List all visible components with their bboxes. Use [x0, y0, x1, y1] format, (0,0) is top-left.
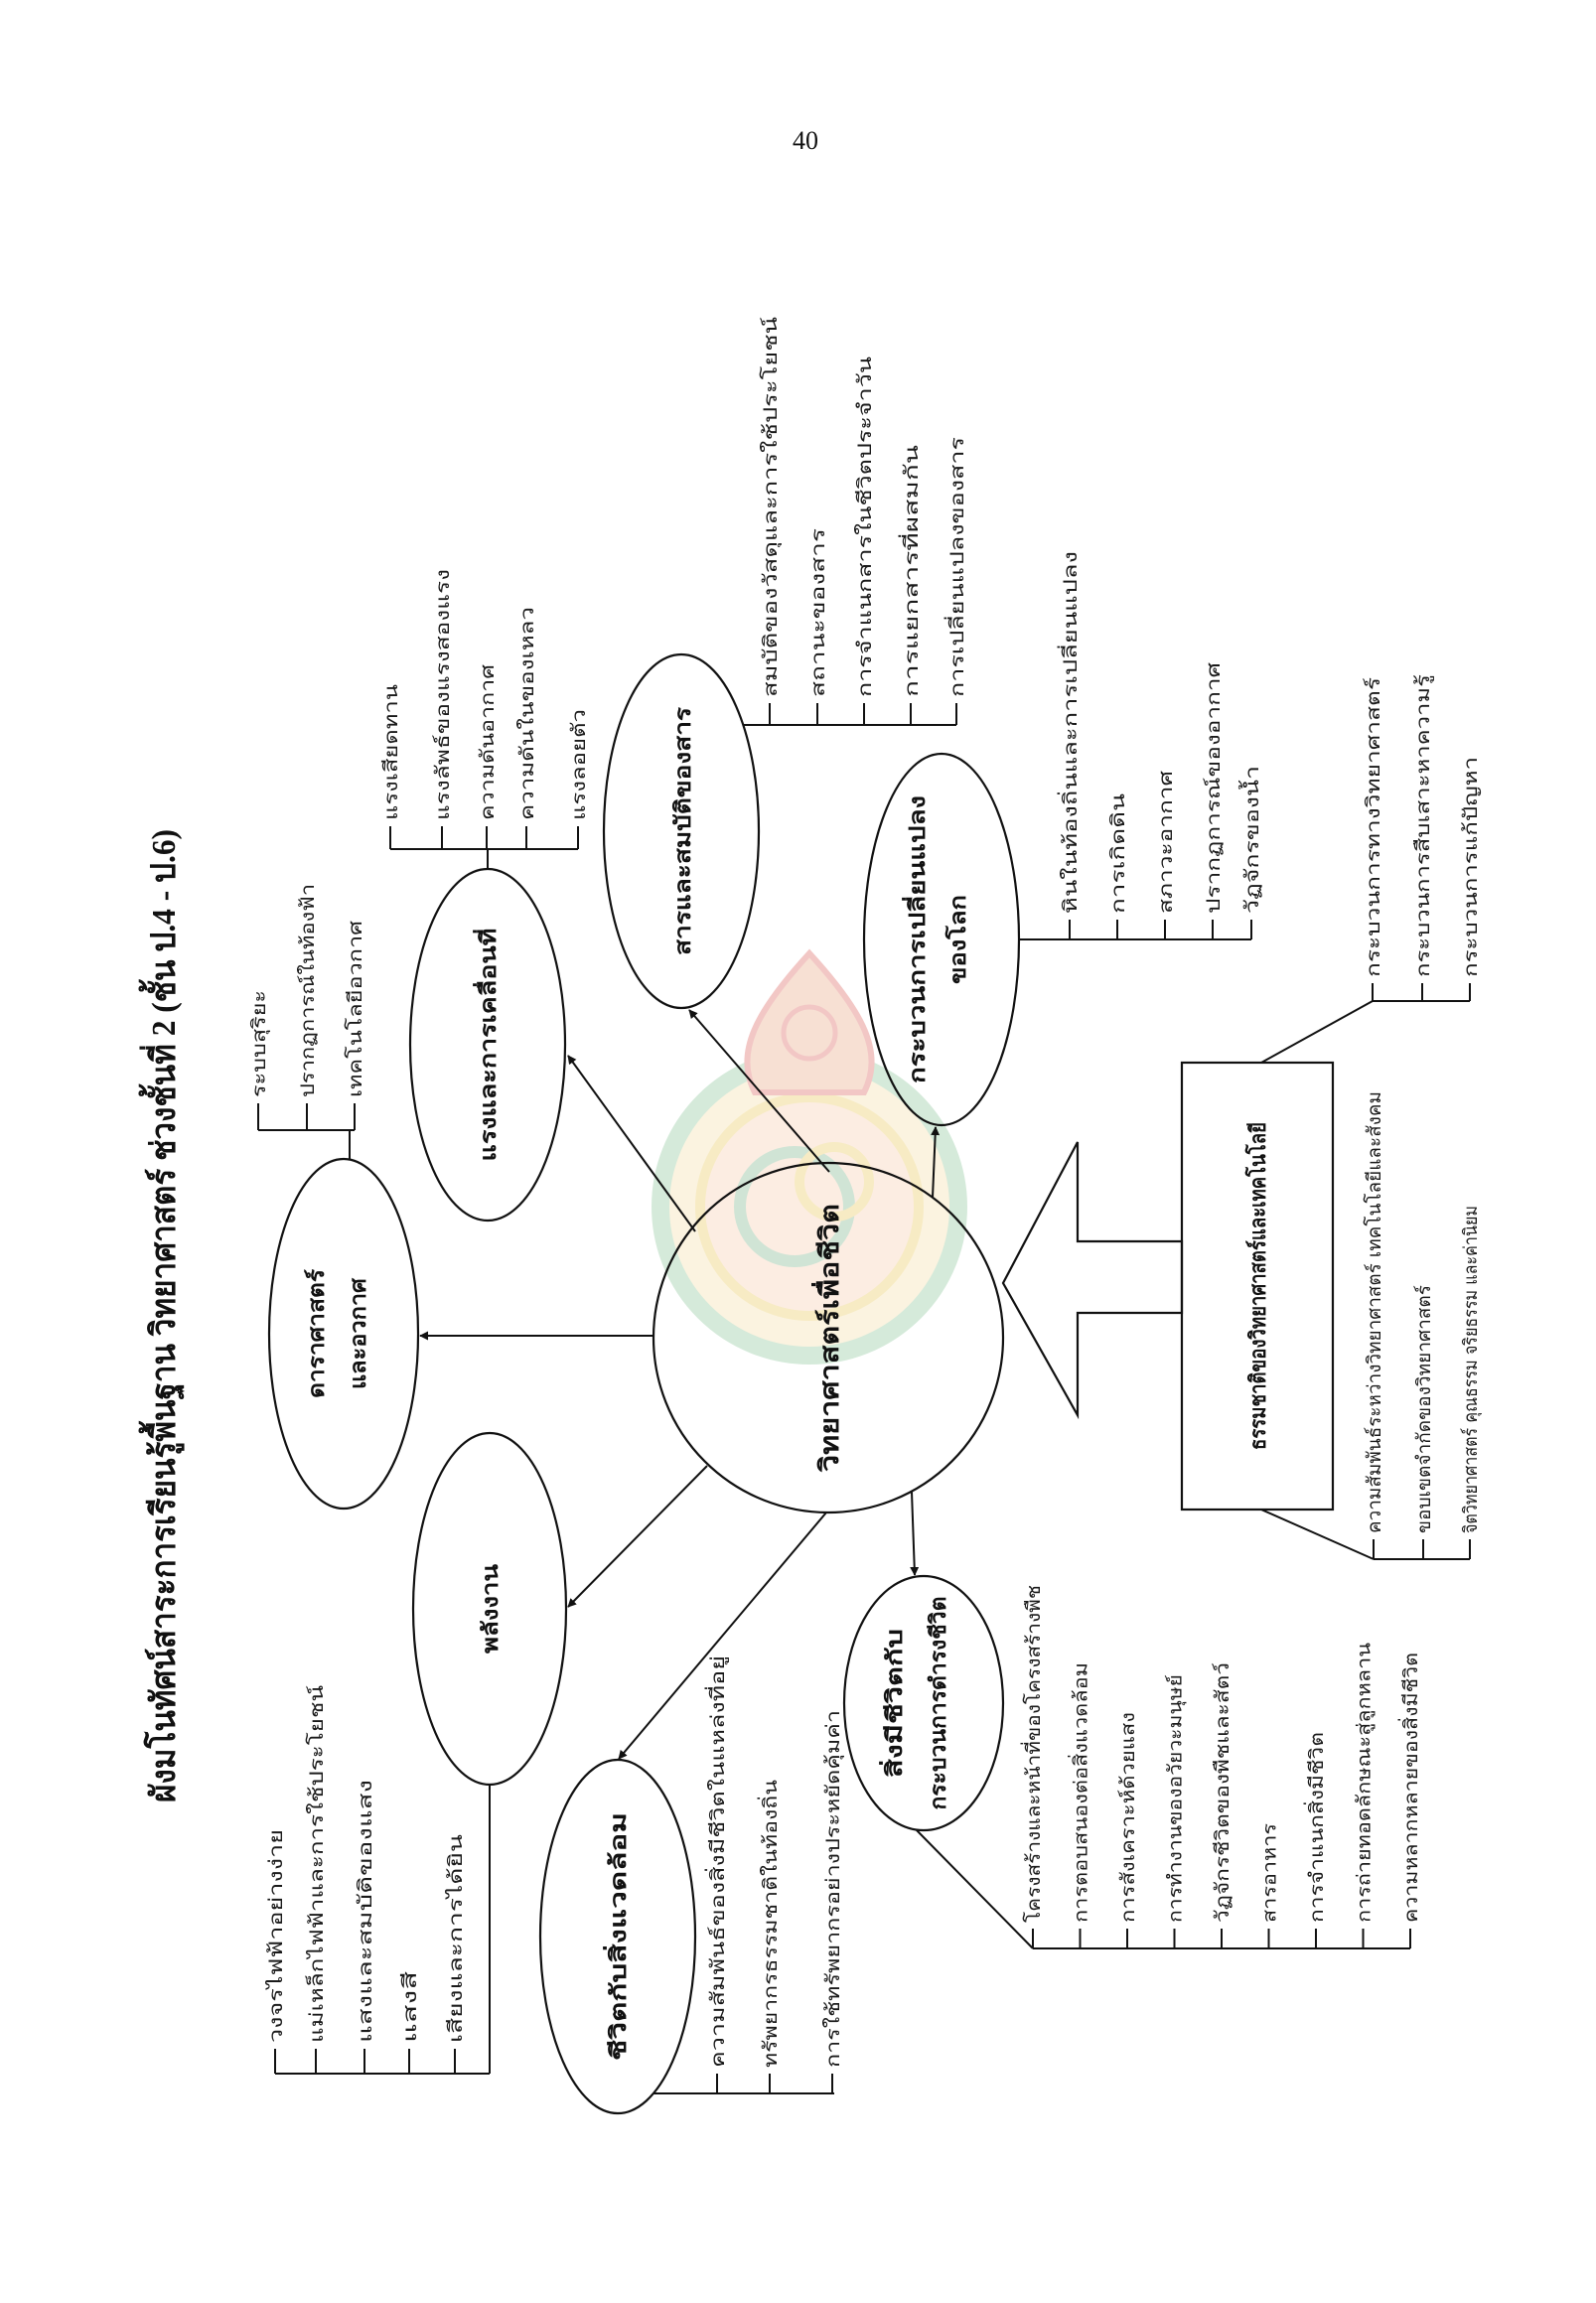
- force-list-item: แรงลัพธ์ของแรงสองแรง: [432, 569, 454, 820]
- earth-ellipse: [862, 752, 1021, 1127]
- nature-box-label: ธรรมชาติของวิทยาศาสตร์และเทคโนโลยี: [1244, 1122, 1271, 1450]
- astronomy-list-item: ระบบสุริยะ: [248, 990, 271, 1097]
- environment-arrow: [618, 1511, 827, 1760]
- life-arrow: [910, 1491, 920, 1576]
- process-list-item: กระบวนการสืบเสาะหาความรู้: [1412, 674, 1434, 977]
- energy-arrow: [567, 1465, 708, 1608]
- nature-list-item: จิตวิทยาศาสตร์ คุณธรรม จริยธรรม และค่านิ…: [1460, 1206, 1483, 1533]
- life-ellipse: [842, 1574, 1005, 1832]
- life-list-item: สารอาหาร: [1259, 1823, 1281, 1923]
- life-list-item: โครงสร้างและหน้าที่ของโครงสร้างพืช: [1020, 1585, 1045, 1923]
- earth-list-item: วัฏจักรของน้ำ: [1238, 766, 1263, 914]
- nature-list-item: ความสัมพันธ์ระหว่างวิทยาศาสตร์ เทคโนโลยี…: [1363, 1091, 1385, 1533]
- life-label: กระบวนการดำรงชีวิต: [927, 1597, 951, 1810]
- force-arrow: [567, 1055, 696, 1232]
- earth-list-item: การเกิดดิน: [1107, 793, 1129, 914]
- matter-list-item: การแยกสารที่ผสมกัน: [898, 445, 923, 697]
- environment-label: ชีวิตกับสิ่งแวดล้อม: [602, 1812, 632, 2061]
- topic-astronomy: ดาราศาสตร์ และอวกาศ ระบบสุริยะ ปรากฏการณ์ใน…: [248, 884, 653, 1511]
- astronomy-list-item: ปรากฏการณ์ในท้องฟ้า: [297, 884, 319, 1097]
- center-label: วิทยาศาสตร์เพื่อชีวิต: [810, 1204, 845, 1472]
- force-list-item: ความดันในของเหลว: [516, 607, 538, 820]
- life-label: สิ่งมีชีวิตกับ: [878, 1629, 908, 1778]
- process-list-item: กระบวนการแก้ปัญหา: [1460, 757, 1482, 977]
- astronomy-label: ดาราศาสตร์: [304, 1269, 330, 1398]
- topic-matter: สารและสมบัติของสาร สมบัติของวัสดุและการใช…: [602, 317, 968, 1173]
- life-list-item: การสังเคราะห์ด้วยแสง: [1117, 1712, 1139, 1923]
- page-title: ผังมโนทัศน์สาระการเรียนรู้พื้นฐาน วิทยาศ…: [138, 829, 186, 1802]
- topic-earth: กระบวนการเปลี่ยนแปลง ของโลก หินในท้องถิ่นแ…: [862, 551, 1263, 1199]
- matter-list-item: สมบัติของวัสดุและการใช้ประโยชน์: [759, 317, 783, 697]
- topic-life: สิ่งมีชีวิตกับ กระบวนการดำรงชีวิต โครงสร้า…: [842, 1491, 1422, 1949]
- matter-list-item: สถานะของสาร: [807, 528, 829, 697]
- life-list-item: ความหลากหลายของสิ่งมีชีวิต: [1397, 1653, 1422, 1923]
- energy-list-item: แม่เหล็กไฟฟ้าและการใช้ประโยชน์: [304, 1685, 328, 2043]
- astronomy-label: และอวกาศ: [347, 1277, 371, 1389]
- process-list-item: กระบวนการทางวิทยาศาสตร์: [1363, 677, 1384, 977]
- matter-list-item: การจำแนกสารในชีวิตประจำวัน: [854, 357, 876, 697]
- life-list-item: การถ่ายทอดลักษณะสู่ลูกหลาน: [1354, 1643, 1376, 1923]
- force-list-item: แรงเสียดทาน: [380, 684, 402, 820]
- process-list-connector: [1260, 1000, 1374, 1064]
- topic-force: แรงและการเคลื่อนที่ แรงเสียดทาน แรงลัพธ์ขอ…: [380, 569, 696, 1232]
- page-number: 40: [793, 126, 818, 155]
- energy-list-item: แสงสี: [399, 1970, 421, 2043]
- life-list-connector: [916, 1829, 1034, 1949]
- force-list-item: ความดันอากาศ: [477, 664, 499, 820]
- life-list-item: การทำงานของอวัยวะมนุษย์: [1165, 1674, 1188, 1923]
- matter-label: สารและสมบัติของสาร: [671, 707, 696, 955]
- environment-ellipse: [538, 1758, 697, 2115]
- matter-arrow: [688, 1009, 830, 1173]
- earth-label: ของโลก: [944, 895, 971, 984]
- watermark-seal-logo: [652, 948, 967, 1365]
- earth-label: กระบวนการเปลี่ยนแปลง: [901, 795, 931, 1083]
- nature-list-item: ขอบเขตจำกัดของวิทยาศาสตร์: [1413, 1285, 1435, 1533]
- energy-list-item: เสียงและการได้ยิน: [445, 1834, 467, 2043]
- center-circle: [652, 1161, 1005, 1514]
- earth-list-item: สภาวะอากาศ: [1155, 771, 1177, 914]
- environment-list-item: ทรัพยากรธรรมชาติในท้องถิ่น: [757, 1780, 782, 2068]
- center-node: วิทยาศาสตร์เพื่อชีวิต: [652, 1161, 1005, 1514]
- nature-of-science-node: ธรรมชาติของวิทยาศาสตร์และเทคโนโลยี: [1001, 1061, 1335, 1511]
- force-list-item: แรงลอยตัว: [568, 709, 590, 820]
- nature-list-connector: [1260, 1509, 1375, 1560]
- energy-list-item: วงจรไฟฟ้าอย่างง่าย: [265, 1829, 287, 2043]
- life-list-item: การจำแนกสิ่งมีชีวิต: [1303, 1732, 1328, 1923]
- topic-environment: ชีวิตกับสิ่งแวดล้อม ความสัมพันธ์ของสิ่งมี…: [538, 1511, 845, 2115]
- matter-ellipse: [602, 652, 761, 1010]
- energy-list-item: แสงและสมบัติของแสง: [355, 1780, 376, 2043]
- environment-list-item: ความสัมพันธ์ของสิ่งมีชีวิตในแหล่งที่อยู่: [704, 1655, 729, 2068]
- environment-list-item: การใช้ทรัพยากรอย่างประหยัดคุ้มค่า: [822, 1710, 845, 2068]
- earth-arrow: [931, 1126, 941, 1199]
- force-label: แรงและการเคลื่อนที่: [472, 929, 502, 1162]
- earth-list-item: หินในท้องถิ่นและการเปลี่ยนแปลง: [1057, 551, 1082, 914]
- earth-list-item: ปรากฏการณ์ของอากาศ: [1203, 662, 1225, 914]
- energy-label: พลังงาน: [479, 1564, 504, 1654]
- life-list-item: การตอบสนองต่อสิ่งแวดล้อม: [1068, 1662, 1092, 1923]
- matter-list-item: การเปลี่ยนแปลงของสาร: [943, 437, 968, 697]
- hollow-arrow-icon: [1001, 1141, 1184, 1420]
- nature-box: [1180, 1061, 1335, 1511]
- life-list-item: วัฏจักรชีวิตของพืชและสัตว์: [1212, 1662, 1233, 1923]
- nature-lists: กระบวนการทางวิทยาศาสตร์ กระบวนการสืบเสาะห…: [1260, 674, 1483, 1560]
- astronomy-list-item: เทคโนโลยีอวกาศ: [344, 921, 366, 1097]
- astronomy-ellipse: [267, 1157, 420, 1511]
